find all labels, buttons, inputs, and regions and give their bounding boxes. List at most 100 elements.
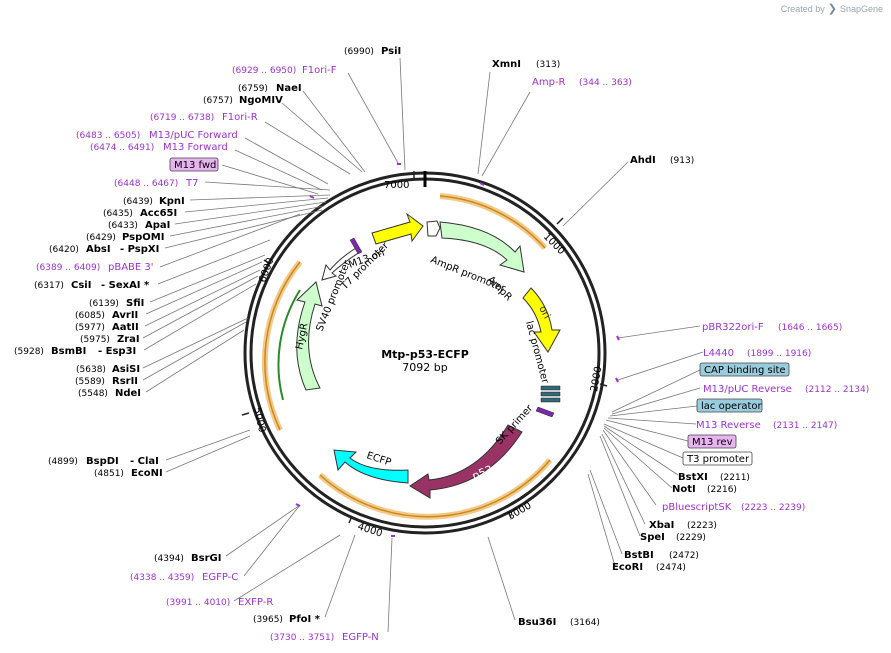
xmn-name: XmnI xyxy=(492,59,521,70)
f1ori-f-range: (6929 .. 6950) xyxy=(232,66,296,76)
tick-marks xyxy=(241,171,608,524)
egfp-n-range: (3730 .. 3751) xyxy=(270,633,334,643)
m13-forward-name: M13 Forward xyxy=(163,142,228,153)
created-by-text: Created by xyxy=(780,3,825,14)
snapgene-brand-name: SnapGene xyxy=(839,3,883,14)
ecori-name: EcoRI xyxy=(612,562,643,573)
egfp-c-name: EGFP-C xyxy=(202,572,238,583)
t3-promoter-label: T3 promoter xyxy=(686,454,750,465)
orf-arcs xyxy=(261,193,553,520)
ampr-feature xyxy=(439,221,525,273)
xmn-pos: (313) xyxy=(536,60,560,70)
m13-ori-feature xyxy=(371,212,424,245)
bsu36i-pos: (3164) xyxy=(570,618,600,628)
sfi-pos: (6139) xyxy=(89,299,119,309)
abs-name: AbsI xyxy=(86,244,111,255)
lac-operon-small-features xyxy=(540,385,561,403)
m13puc-rev-range: (2112 .. 2134) xyxy=(805,385,869,395)
ahd-name: AhdI xyxy=(630,155,656,166)
lac-operator-box xyxy=(696,398,763,413)
ampr-primer-range: (344 .. 363) xyxy=(579,78,632,88)
p53-feature xyxy=(409,424,523,499)
bspdi-extra: - ClaI xyxy=(130,456,159,467)
hygr-feature xyxy=(295,281,323,391)
pfoi-pos: (3965) xyxy=(253,615,283,625)
f1ori-f-name: F1ori-F xyxy=(302,65,337,76)
pbabe3-range: (6389 .. 6409) xyxy=(36,263,100,273)
ngomiv-name: NgoMIV xyxy=(239,95,283,106)
zrai-pos: (5975) xyxy=(80,335,110,345)
f1ori-r-name: F1ori-R xyxy=(222,112,258,123)
nae-name: NaeI xyxy=(276,83,302,94)
xbai-name: XbaI xyxy=(649,520,674,531)
m13puc-fwd-name: M13/pUC Forward xyxy=(149,130,238,141)
bsu36i-name: Bsu36I xyxy=(518,617,556,628)
kpn-name: KpnI xyxy=(159,196,185,207)
m13-reverse-name: M13 Reverse xyxy=(696,420,761,431)
t3-promoter-box xyxy=(682,451,753,466)
spei-name: SpeI xyxy=(640,532,665,543)
snapgene-logo-icon: ❯ xyxy=(827,3,837,15)
ecori-pos: (2474) xyxy=(656,563,686,573)
bstbi-pos: (2472) xyxy=(669,551,699,561)
abs-pos: (6420) xyxy=(49,245,79,255)
m13-reverse-range: (2131 .. 2147) xyxy=(773,421,837,431)
exfp-r-range: (3991 .. 4010) xyxy=(166,598,230,608)
aatii-pos: (5977) xyxy=(75,323,105,333)
asisi-pos: (5638) xyxy=(76,365,106,375)
econi-name: EcoNI xyxy=(131,468,163,479)
noti-name: NotI xyxy=(672,484,696,495)
ngomiv-pos: (6757) xyxy=(203,96,233,106)
pbluescript-range: (2223 .. 2239) xyxy=(741,503,805,513)
acc65-pos: (6435) xyxy=(103,209,133,219)
aatii-name: AatII xyxy=(112,322,139,333)
exfp-r-name: EXFP-R xyxy=(238,597,273,608)
psi-pos: (6990) xyxy=(344,47,374,57)
leader-lines xyxy=(142,57,704,633)
tick-2000: 2000 xyxy=(589,366,604,393)
spei-pos: (2229) xyxy=(676,533,706,543)
zrai-name: ZraI xyxy=(117,334,140,345)
econi-pos: (4851) xyxy=(94,469,124,479)
tick-7000: 7000 xyxy=(384,180,409,191)
bspdi-name: BspDI xyxy=(86,456,119,467)
rsrii-name: RsrII xyxy=(112,376,138,387)
tick-5000: 5000 xyxy=(251,406,267,433)
pbluescript-name: pBluescriptSK xyxy=(662,502,732,513)
t7-promoter-feature xyxy=(349,237,363,255)
cap-binding-site-label: CAP binding site xyxy=(704,365,786,376)
pbabe3-name: pBABE 3' xyxy=(108,262,154,273)
label-hygr: HygR xyxy=(294,322,310,350)
bstbi-name: BstBI xyxy=(624,550,654,561)
ampr-primer-name: Amp-R xyxy=(532,77,566,88)
label-ecfp: ECFP xyxy=(365,450,392,468)
acc65-name: Acc65I xyxy=(140,208,177,219)
ahd-pos: (913) xyxy=(670,156,694,166)
ndei-pos: (5548) xyxy=(78,389,108,399)
ecfp-feature xyxy=(333,449,409,484)
l4440-name: L4440 xyxy=(703,348,734,359)
kpn-pos: (6439) xyxy=(123,197,153,207)
m13puc-rev-name: M13/pUC Reverse xyxy=(703,384,792,395)
bsrgi-pos: (4394) xyxy=(154,554,184,564)
f1ori-r-range: (6719 .. 6738) xyxy=(150,113,214,123)
m13-rev-box-label: M13 rev xyxy=(692,437,733,448)
label-ori: ori xyxy=(536,304,552,321)
egfp-c-range: (4338 .. 4359) xyxy=(130,573,194,583)
avrii-name: AvrII xyxy=(112,310,138,321)
csi-extra: - SexAI * xyxy=(101,280,150,291)
bsmbi-extra: - Esp3I xyxy=(98,346,136,357)
plasmid-size: 7092 bp xyxy=(402,361,447,374)
pbr322-range: (1646 .. 1665) xyxy=(778,323,842,333)
abs-extra: - PspXI xyxy=(120,244,159,255)
nae-pos: (6759) xyxy=(238,84,268,94)
pspomi-name: PspOMI xyxy=(122,232,164,243)
bstxi-pos: (2211) xyxy=(720,473,750,483)
ampr-promoter-feature xyxy=(426,220,441,237)
t7-name: T7 xyxy=(185,178,198,189)
m13-rev-box xyxy=(687,434,737,449)
apa-name: ApaI xyxy=(145,220,170,231)
pspomi-pos: (6429) xyxy=(86,233,116,243)
egfp-n-name: EGFP-N xyxy=(342,632,379,643)
